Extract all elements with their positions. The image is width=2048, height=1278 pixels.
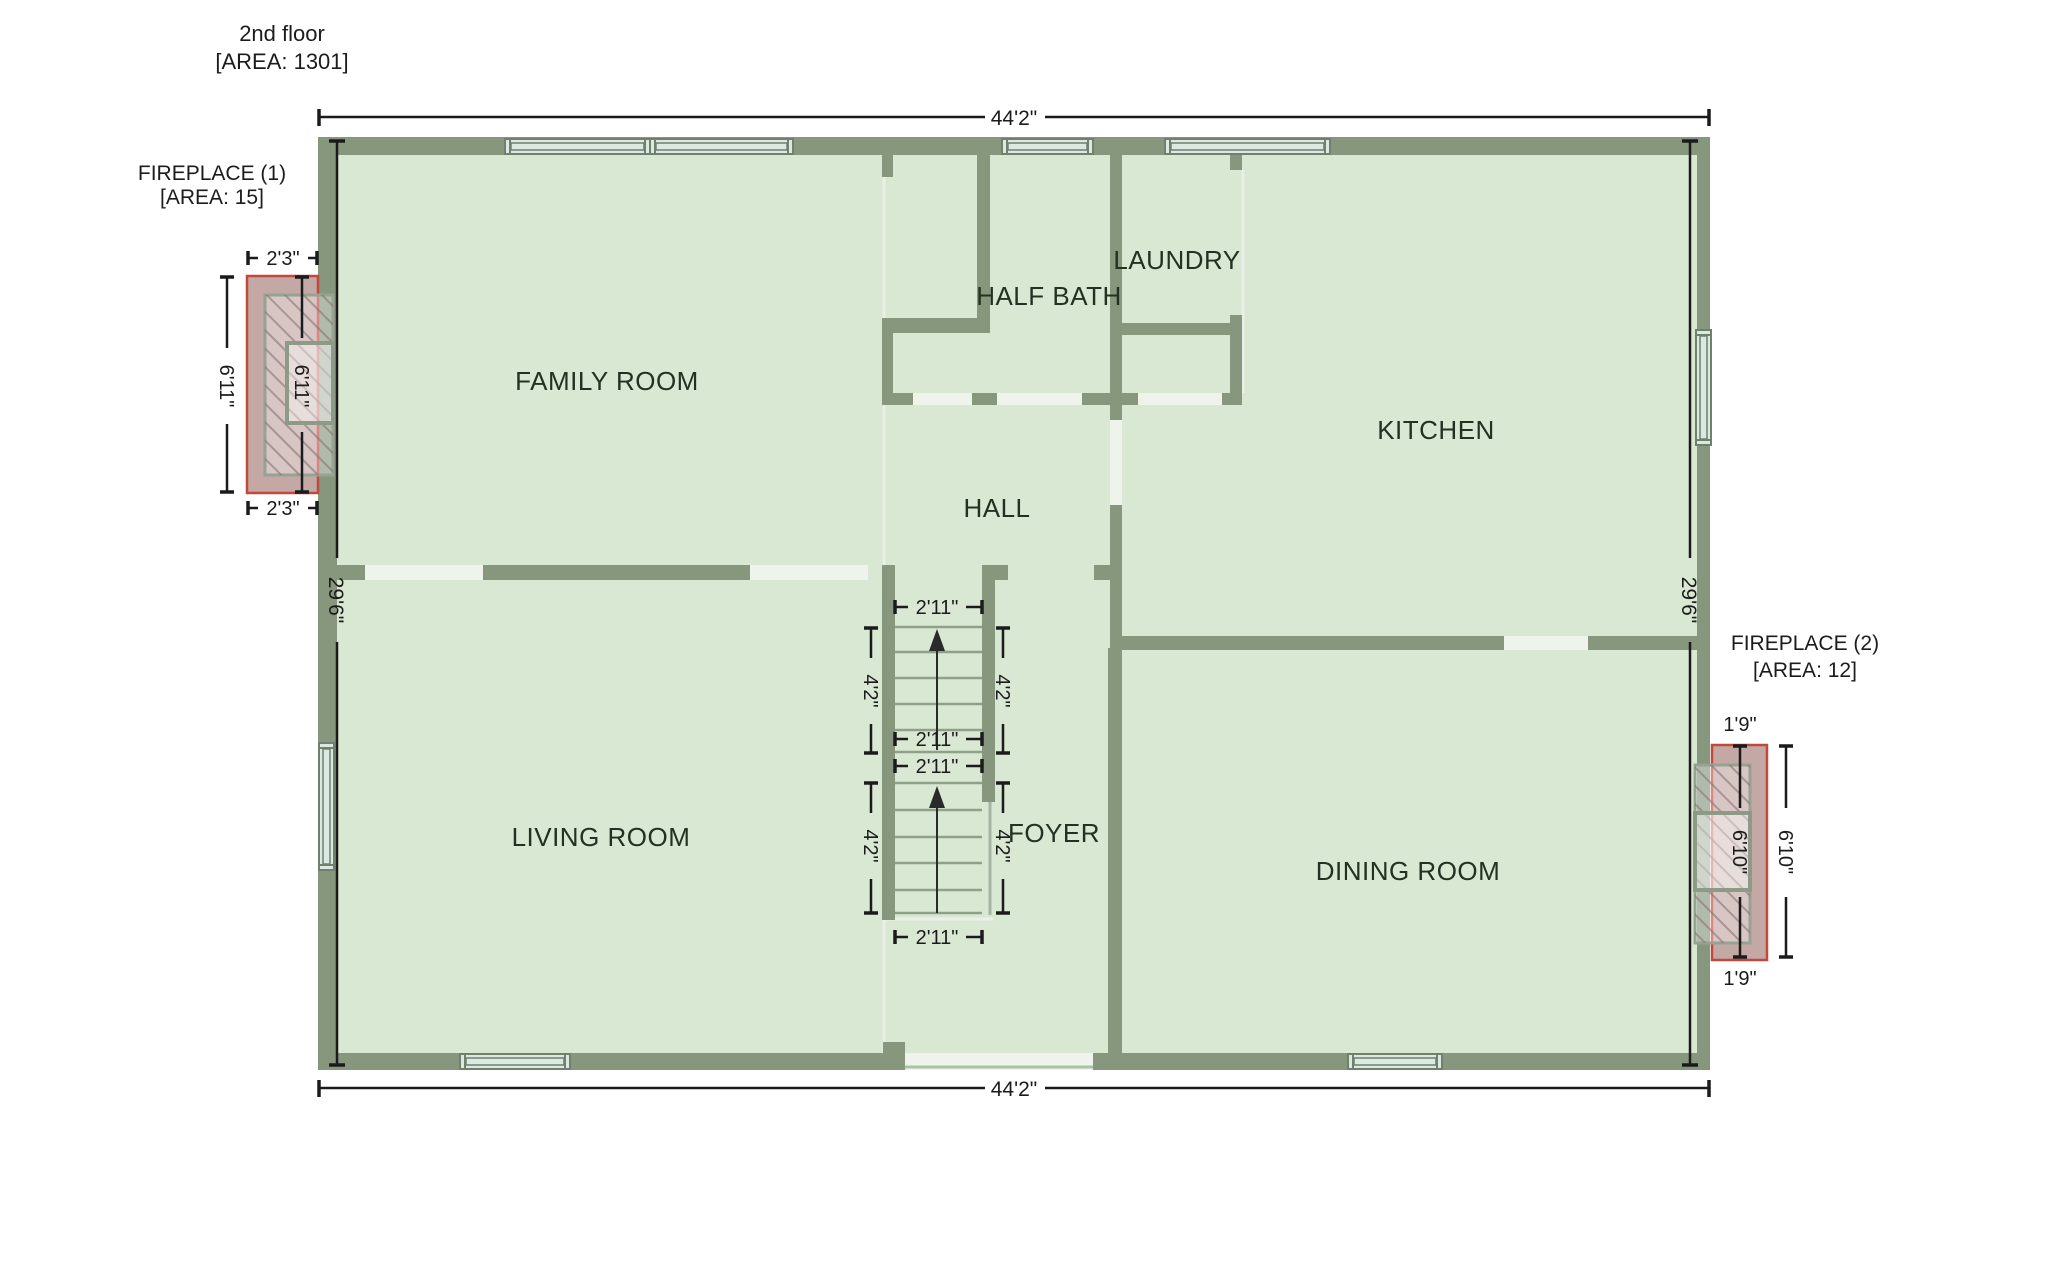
dim-fp2-height: 6'10" (1728, 830, 1750, 874)
annotations: 2nd floor [AREA: 1301] FIREPLACE (1) [AR… (138, 21, 1879, 682)
window (318, 742, 335, 871)
dim-stair-run: 4'2" (991, 674, 1013, 707)
plan-title: 2nd floor (239, 21, 325, 46)
dim-fp2-width: 1'9" (1723, 714, 1756, 736)
room-label-laundry: LAUNDRY (1113, 245, 1240, 275)
floor (337, 155, 1697, 1053)
firebox (1693, 811, 1752, 892)
stair-wall-left (882, 565, 895, 920)
fireplace2-label: FIREPLACE (2) (1731, 632, 1879, 655)
dim-stair-width: 2'11" (916, 729, 959, 751)
window (459, 1053, 571, 1070)
window (504, 138, 651, 155)
dim-stair-width: 2'11" (916, 756, 959, 778)
room-label-half-bath: HALF BATH (976, 281, 1122, 311)
window (1001, 138, 1094, 155)
fireplace1-area: [AREA: 15] (160, 186, 264, 209)
fireplace2-area: [AREA: 12] (1753, 659, 1857, 682)
room-label-kitchen: KITCHEN (1377, 415, 1495, 445)
fireplace1-label: FIREPLACE (1) (138, 162, 286, 185)
dim-overall-width-top: 44'2" (991, 107, 1038, 130)
room-label-living: LIVING ROOM (512, 822, 691, 852)
fireplace-1 (245, 274, 335, 495)
room-label-dining: DINING ROOM (1316, 856, 1501, 886)
window (1347, 1053, 1443, 1070)
room-boundary-lines (882, 170, 1245, 1053)
dim-overall-depth-right: 29'6" (1677, 577, 1700, 624)
stairs-up-arrow (929, 629, 945, 913)
dim-fp2-height: 6'10" (1774, 830, 1796, 874)
dim-fp1-height: 6'11" (215, 365, 237, 408)
plan-title-area: [AREA: 1301] (215, 49, 348, 74)
dim-overall-width-bottom: 44'2" (991, 1078, 1038, 1101)
stair-wall-right (982, 565, 995, 802)
window (1695, 329, 1712, 446)
firebox (285, 341, 335, 425)
window (649, 138, 794, 155)
windows (318, 138, 1712, 1070)
dim-fp2-width: 1'9" (1723, 968, 1756, 990)
room-label-foyer: FOYER (1008, 818, 1100, 848)
dim-stair-width: 2'11" (916, 927, 959, 949)
dim-stair-run: 4'2" (859, 829, 881, 862)
dim-fp1-width: 2'3" (266, 498, 299, 520)
dim-stair-run: 4'2" (991, 829, 1013, 862)
room-labels: FAMILY ROOM HALF BATH LAUNDRY KITCHEN HA… (512, 245, 1501, 886)
dim-fp1-height: 6'11" (290, 365, 312, 408)
dimension-labels: 44'2" 44'2" 29'6" 29'6" 2'11" 2'11" 2'11… (215, 107, 1796, 1101)
dimension-lines (220, 109, 1793, 1097)
dim-stair-run: 4'2" (859, 674, 881, 707)
staircase (895, 625, 992, 915)
window (1164, 138, 1331, 155)
dim-fp1-width: 2'3" (266, 248, 299, 270)
room-label-family: FAMILY ROOM (515, 366, 699, 396)
room-label-hall: HALL (963, 493, 1030, 523)
dim-overall-depth-left: 29'6" (324, 577, 347, 624)
dim-stair-width: 2'11" (916, 597, 959, 619)
